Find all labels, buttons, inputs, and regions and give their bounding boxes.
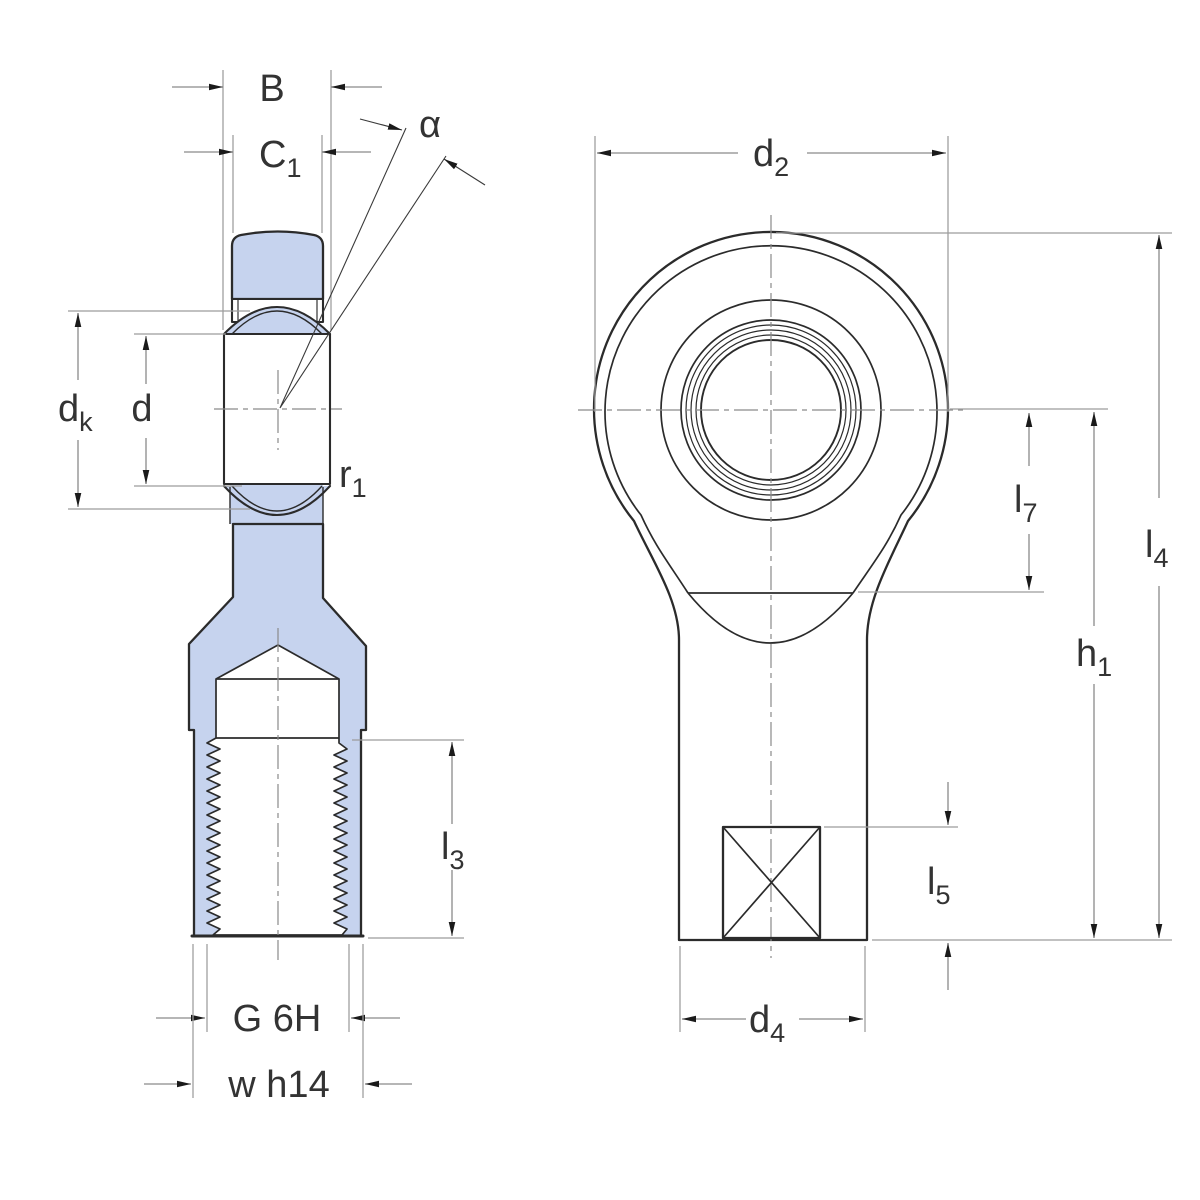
wrench-flat-square [721, 825, 822, 940]
dim-d4-label: d4 [749, 999, 785, 1048]
dim-l3: l3 [352, 739, 464, 939]
dim-d-label: d [131, 388, 152, 430]
label-r1: r1 [339, 454, 367, 503]
dim-g6h-label: G 6H [233, 998, 322, 1040]
sphere-bottom-lens [222, 484, 332, 517]
dim-d2-label: d2 [753, 133, 789, 182]
dim-d-extension-lines [134, 333, 242, 487]
dim-wh14-label: w h14 [227, 1064, 329, 1106]
sphere-top-inner-arc [231, 310, 323, 335]
dim-g6h: G 6H [156, 944, 400, 1040]
dim-l4-label: l4 [1145, 524, 1168, 573]
dim-b-label: B [259, 68, 284, 110]
dim-d2-extension-lines [594, 136, 949, 412]
dim-b: B [172, 68, 382, 330]
head-cap [230, 230, 325, 301]
dim-d: d [131, 333, 242, 487]
dim-h1: h1 [1076, 412, 1112, 938]
wrench-flat-cross [722, 826, 821, 939]
dim-l5-label: l5 [927, 861, 950, 910]
alpha-angle-lines [279, 127, 447, 409]
sphere-bottom-inner-arc [231, 485, 323, 512]
dim-dk-label: dk [58, 388, 93, 437]
dim-c1-label: C1 [259, 134, 301, 183]
dim-l7-label: l7 [1014, 479, 1037, 528]
thread-cavity [206, 644, 348, 936]
dim-l3-extension-lines [352, 739, 464, 939]
side-view: B C1 α dk d r [58, 68, 486, 1106]
dim-h1-label: h1 [1076, 633, 1112, 682]
alpha-arrow-right [443, 158, 486, 186]
dim-l3-label: l3 [441, 826, 464, 875]
dim-wh14-extension-lines [192, 944, 364, 1098]
dim-b-extension-lines [222, 70, 332, 330]
dim-d4: d4 [679, 946, 866, 1048]
alpha-arrow-left [359, 118, 403, 131]
dim-dk: dk [58, 310, 250, 510]
dim-d4-extension-lines [679, 946, 866, 1032]
dim-wh14: w h14 [144, 944, 412, 1106]
boss-bottom-arc [687, 592, 854, 644]
dim-d2: d2 [594, 133, 949, 412]
front-view: d2 l7 h1 l4 l5 [578, 133, 1172, 1048]
dim-dk-extension-lines [68, 310, 250, 510]
alpha-label: α [419, 104, 441, 146]
dim-l7: l7 [1014, 413, 1037, 590]
dim-alpha: α [279, 104, 486, 409]
dim-l5: l5 [927, 782, 952, 990]
dim-g6h-extension-lines [206, 944, 350, 1032]
dim-l4: l4 [1145, 235, 1168, 938]
wrench-flat-marker [721, 825, 822, 940]
dim-c1: C1 [184, 134, 371, 233]
